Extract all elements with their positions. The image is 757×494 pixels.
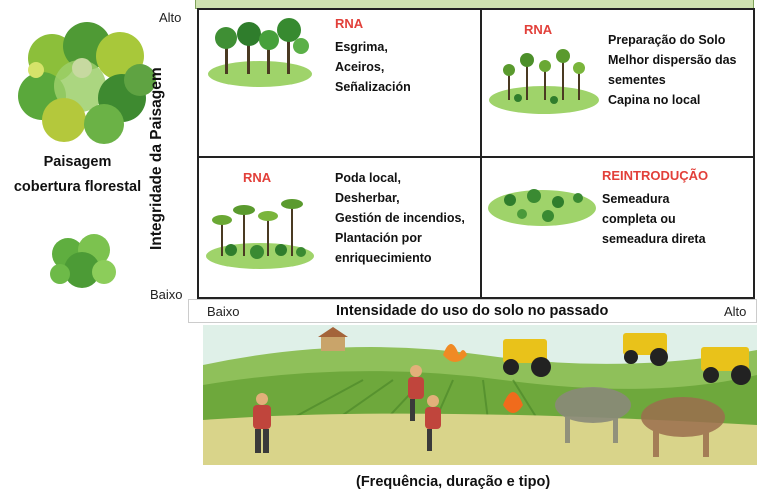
quadrant-bottom-left-list: Poda local, Desherbar, Gestión de incend…	[335, 168, 465, 268]
quadrant-top-left-list: Esgrima, Aceiros, Señalización	[335, 37, 411, 97]
list-item: Aceiros,	[335, 60, 385, 74]
y-axis-title: Integridade da Paisagem	[148, 67, 165, 250]
quadrant-bottom-left: RNA Poda local, Desherbar, Gestión de in…	[197, 156, 482, 299]
list-item: Capina no local	[608, 93, 701, 107]
forest-island-icon	[208, 18, 312, 87]
list-item: Semeadura	[602, 192, 670, 206]
list-item: Plantación por	[335, 231, 422, 245]
quadrant-top-right: RNA Preparação do Solo Melhor dispersão …	[480, 8, 755, 158]
x-axis-title: Intensidade do uso do solo no passado	[336, 303, 609, 319]
quadrant-bottom-left-title: RNA	[243, 170, 272, 185]
bare-grass-island-icon	[488, 189, 596, 226]
list-item: Gestión de incendios,	[335, 211, 465, 225]
landscape-label-line2: cobertura florestal	[13, 179, 142, 195]
list-item: enriquecimiento	[335, 251, 432, 265]
landscape-label: Paisagem cobertura florestal	[0, 150, 155, 200]
quadrant-top-right-title: RNA	[524, 22, 553, 37]
young-trees-island-icon	[489, 49, 599, 114]
list-item: semeadura direta	[602, 232, 706, 246]
land-use-landscape-illustration	[203, 325, 757, 465]
list-item: Preparação do Solo	[608, 33, 726, 47]
landscape-label-line1: Paisagem	[43, 154, 112, 170]
list-item: Poda local,	[335, 171, 401, 185]
quadrant-bottom-right-title: REINTRODUÇÃO	[602, 168, 709, 183]
y-axis-high-label: Alto	[159, 10, 182, 25]
x-axis-low-label: Baixo	[207, 304, 240, 319]
list-item: Melhor dispersão das	[608, 53, 737, 67]
list-item: Esgrima,	[335, 40, 388, 54]
quadrant-bottom-right-list: Semeadura completa ou semeadura direta	[602, 189, 706, 249]
caption: (Frequência, duração e tipo)	[356, 474, 551, 490]
x-axis-strip	[188, 299, 757, 323]
list-item: sementes	[608, 73, 666, 87]
quadrant-top-left-title: RNA	[335, 16, 364, 31]
list-item: Desherbar,	[335, 191, 400, 205]
list-item: Señalización	[335, 80, 411, 94]
quadrant-top-right-list: Preparação do Solo Melhor dispersão das …	[608, 30, 737, 110]
x-axis-high-label: Alto	[724, 304, 747, 319]
y-axis-low-label: Baixo	[150, 287, 183, 302]
sparse-forest-patch-icon	[50, 234, 116, 288]
quadrant-bottom-right: REINTRODUÇÃO Semeadura completa ou semea…	[480, 156, 755, 299]
quadrant-top-left: RNA Esgrima, Aceiros, Señalización	[197, 8, 482, 158]
dense-forest-canopy-icon	[18, 22, 156, 144]
list-item: completa ou	[602, 212, 676, 226]
degraded-forest-island-icon	[206, 199, 314, 269]
